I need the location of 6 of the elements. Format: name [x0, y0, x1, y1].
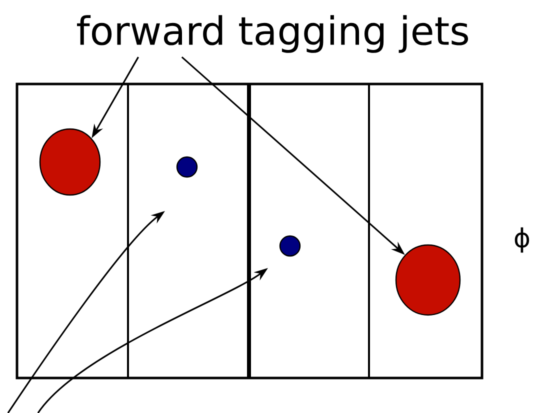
axis-label: ϕ	[514, 227, 530, 253]
jet-blob	[395, 244, 461, 316]
jet-blob	[39, 128, 101, 196]
particle-dot	[176, 156, 198, 178]
caption-text: forward tagging jets	[77, 15, 468, 53]
particle-dot	[279, 235, 301, 257]
